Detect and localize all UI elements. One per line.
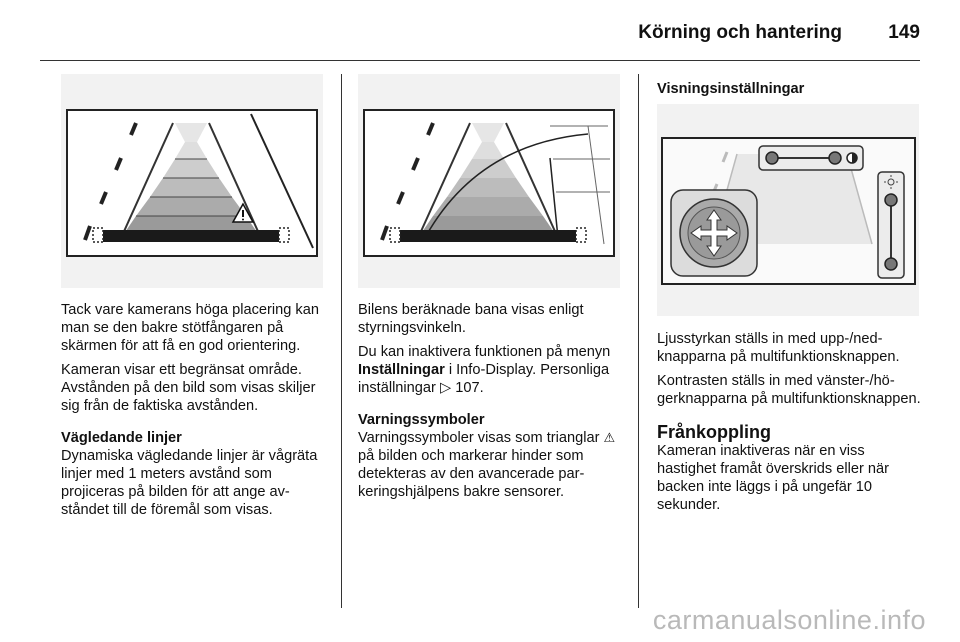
warning-triangle-icon xyxy=(231,202,255,223)
column-2-text: Bilens beräknade bana visas enligt styrn… xyxy=(358,301,628,507)
page-number: 149 xyxy=(888,22,920,43)
heading-guide-lines: Vägledande linjer xyxy=(61,430,182,446)
contrast-slider xyxy=(758,145,864,171)
paragraph-contrast: Kontrasten ställs in med vänster-/hö­ger… xyxy=(657,373,921,407)
column-divider-2 xyxy=(638,74,639,608)
column-1-text: Tack vare kamerans höga placering kan ma… xyxy=(61,301,329,525)
paragraph-brightness: Ljusstyrkan ställs in med upp-/ned­knapp… xyxy=(657,331,900,365)
heading-deactivation: Frånkoppling xyxy=(657,422,771,442)
arrow-ref-icon: ▷ xyxy=(439,380,452,396)
heading-warning-symbols: Varningssymboler xyxy=(358,412,485,428)
watermark: carmanualsonline.info xyxy=(652,605,926,635)
warning-triangle-icon: ⚠ xyxy=(603,430,616,445)
header-rule xyxy=(40,60,920,61)
figure-predicted-path xyxy=(358,74,620,288)
text-segment: Du kan inaktivera funktionen på menyn xyxy=(358,344,611,360)
paragraph-predicted-path: Bilens beräknade bana visas enligt styrn… xyxy=(358,302,584,336)
paragraph-deactivation: Kameran inaktiveras när en viss hastighe… xyxy=(657,443,889,513)
column-3-text: Visningsinställningar xyxy=(657,80,923,104)
paragraph-camera-range: Kameran visar ett begränsat område. Avst… xyxy=(61,362,316,414)
page-header-title: Körning och hantering xyxy=(638,22,842,43)
heading-display-settings: Visningsinställningar xyxy=(657,81,805,97)
text-segment: på bilden och markerar hinder som detekt… xyxy=(358,448,585,500)
page-reference[interactable]: 107. xyxy=(455,380,484,396)
text-segment: Varningssymboler visas som trianglar xyxy=(358,430,604,446)
multifunction-knob-icon xyxy=(670,189,758,277)
paragraph-camera-position: Tack vare kamerans höga placering kan ma… xyxy=(61,302,319,354)
brightness-icon xyxy=(884,175,898,189)
paragraph-disable-function: Du kan inaktivera funktionen på menyn In… xyxy=(358,343,628,397)
column-3-body: Ljusstyrkan ställs in med upp-/ned­knapp… xyxy=(657,330,923,520)
column-divider-1 xyxy=(341,74,342,608)
paragraph-guide-lines: Dynamiska vägledande linjer är våg­räta … xyxy=(61,448,318,518)
figure-display-settings xyxy=(657,104,919,316)
brightness-slider xyxy=(877,171,905,279)
contrast-icon xyxy=(846,152,858,164)
paragraph-warning-symbols: Varningssymboler visas som trianglar ⚠ p… xyxy=(358,429,628,501)
figure-guide-lines xyxy=(61,74,323,288)
menu-name-settings: Inställningar xyxy=(358,362,445,378)
text-segment: i Info-Display. Personliga inställningar xyxy=(358,362,610,396)
